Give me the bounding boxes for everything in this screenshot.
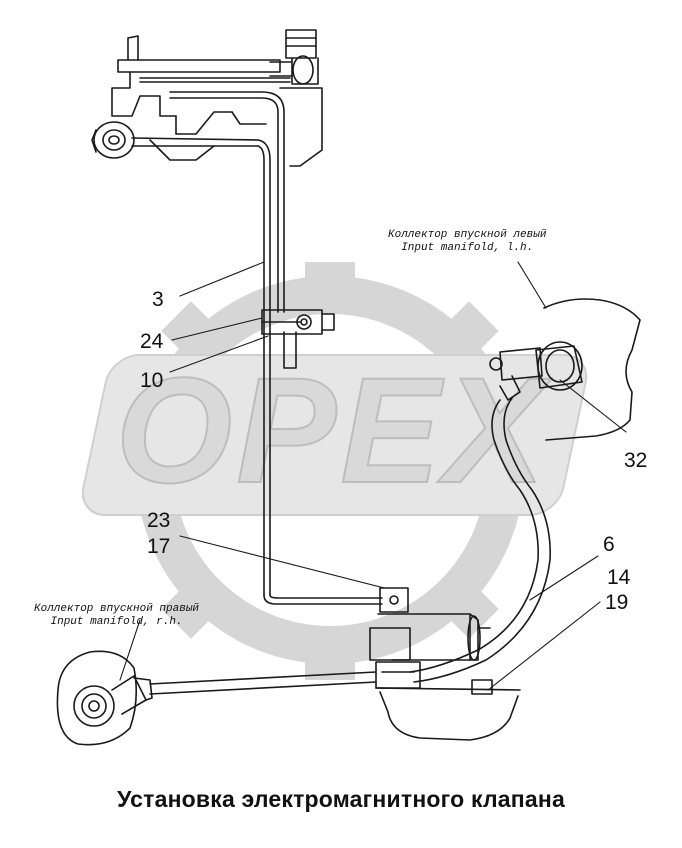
leader-lines — [119, 261, 627, 691]
note-manifold-left-en: Input manifold, l.h. — [401, 242, 534, 254]
callout-14: 14 — [607, 566, 631, 589]
solenoid-valve — [369, 587, 521, 691]
engine-bracket-top — [111, 35, 323, 167]
callout-24: 24 — [140, 330, 164, 353]
gear-tooth — [439, 579, 499, 639]
callout-10: 10 — [140, 369, 164, 392]
note-manifold-left: Коллектор впускной левый Input manifold,… — [388, 229, 546, 255]
gear-tooth — [161, 301, 221, 361]
note-manifold-right-ru: Коллектор впускной правый — [34, 603, 200, 615]
callout-23: 23 — [147, 509, 171, 532]
callout-32: 32 — [624, 449, 648, 472]
manifold-right-hand — [56, 650, 153, 746]
banjo-fitting-top — [91, 121, 259, 159]
note-manifold-right-en: Input manifold, r.h. — [50, 616, 183, 628]
callout-17: 17 — [147, 535, 171, 558]
manifold-left-hand — [489, 298, 641, 441]
gear-tooth — [439, 301, 499, 361]
tube-3 — [169, 91, 383, 605]
hose-6 — [409, 397, 551, 683]
gear-tooth — [305, 262, 355, 302]
gear-tooth — [161, 579, 221, 639]
callout-19: 19 — [605, 591, 629, 614]
hose-14 — [149, 671, 377, 695]
mount-base — [379, 679, 519, 741]
diagram-title: Установка электромагнитного клапана — [117, 786, 565, 812]
clamp-24 — [261, 309, 335, 335]
fitting-top-right — [269, 29, 319, 85]
callout-6: 6 — [603, 533, 615, 556]
callout-3: 3 — [152, 288, 164, 311]
note-manifold-left-ru: Коллектор впускной левый — [388, 229, 547, 241]
note-manifold-right: Коллектор впускной правый Input manifold… — [34, 603, 199, 629]
